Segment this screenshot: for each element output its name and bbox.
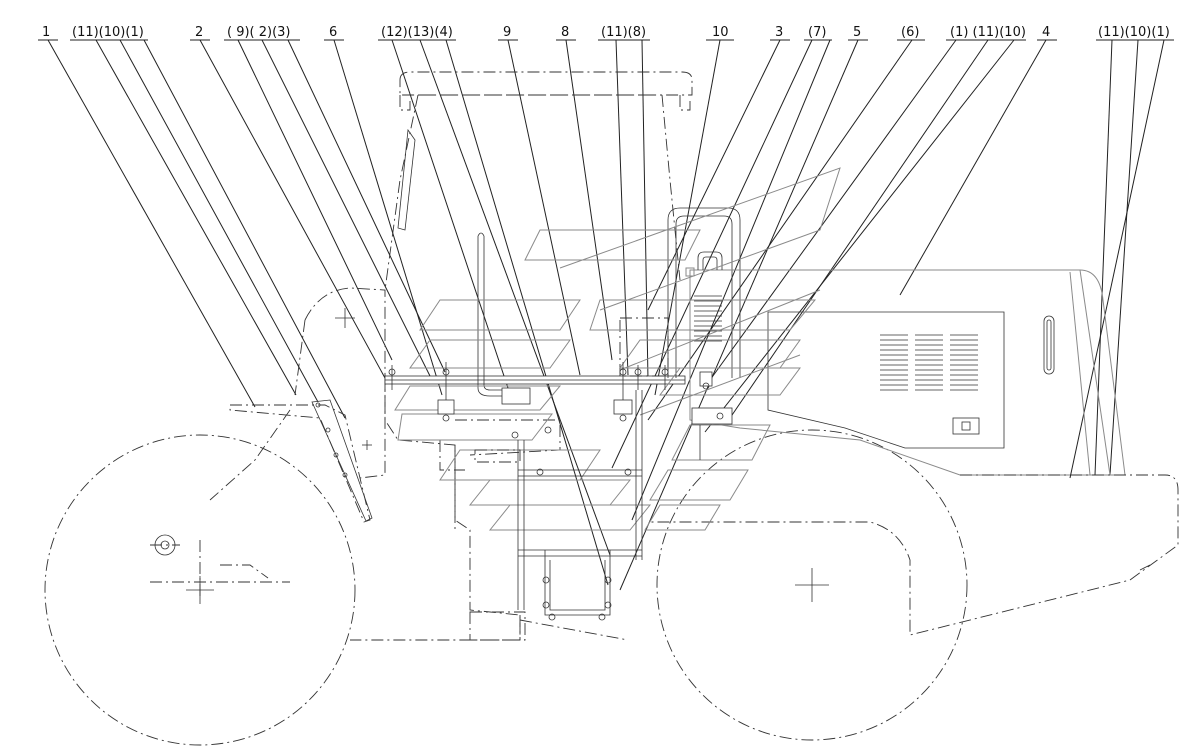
hood-handle xyxy=(1043,315,1055,375)
callout-label-5: 6 xyxy=(329,25,337,40)
front-drum-wheel xyxy=(44,434,356,746)
callout-label-14: (6) xyxy=(901,25,919,40)
callout-label-15: (1) (11)(10) xyxy=(950,25,1026,40)
cab-mounts xyxy=(388,362,733,460)
rops-louvre xyxy=(694,295,722,342)
chassis-outline xyxy=(350,380,629,641)
platform-rail xyxy=(384,375,686,385)
callout-label-1: 1 xyxy=(42,25,50,40)
hood-latch xyxy=(952,417,980,435)
callout-label-3: 2 xyxy=(195,25,203,40)
leader-lines xyxy=(47,39,1165,591)
callout-label-13: 5 xyxy=(853,25,861,40)
callout-label-9: (11)(8) xyxy=(601,25,646,40)
front-frame xyxy=(209,287,386,523)
callout-label-10: 10 xyxy=(712,25,729,40)
callout-label-17: (11)(10)(1) xyxy=(1098,25,1170,40)
step-plates xyxy=(394,167,841,531)
rear-frame xyxy=(650,474,1179,636)
callout-label-4: ( 9)( 2)(3) xyxy=(227,25,291,40)
callout-label-6: (12)(13)(4) xyxy=(381,25,453,40)
callout-label-7: 9 xyxy=(503,25,511,40)
callout-label-2: (11)(10)(1) xyxy=(72,25,144,40)
callout-label-12: (7) xyxy=(808,25,826,40)
callout-label-8: 8 xyxy=(561,25,569,40)
ladder-frame xyxy=(474,390,643,610)
callout-label-11: 3 xyxy=(775,25,783,40)
operator-cab xyxy=(384,71,693,291)
grille-middle xyxy=(915,334,943,391)
callout-labels: 1 (11)(10)(1) 2 ( 9)( 2)(3) 6 (12)(13)(4… xyxy=(42,25,1170,40)
grille-right xyxy=(950,334,978,391)
engine-side-panel xyxy=(767,311,1055,449)
steering-column xyxy=(477,232,531,405)
rear-tire xyxy=(656,429,968,741)
battery-bracket xyxy=(542,550,612,621)
grille-left xyxy=(880,334,908,391)
rops-frame xyxy=(619,207,741,378)
callout-label-16: 4 xyxy=(1042,25,1050,40)
